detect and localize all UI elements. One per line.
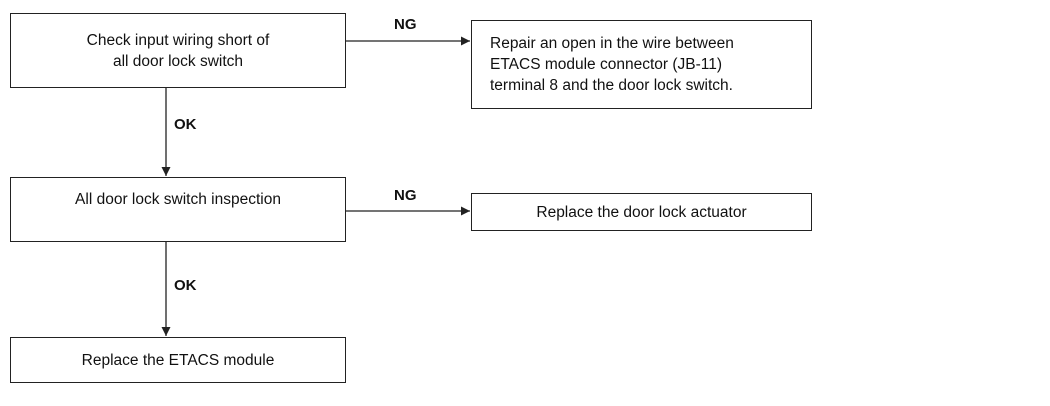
edge-label-ok-1: OK [174,116,197,133]
step-replace-etacs: Replace the ETACS module [10,337,346,383]
step-check-input-wiring: Check input wiring short of all door loc… [10,13,346,88]
step-repair-open-wire-line-2: ETACS module connector (JB-11) [490,56,723,73]
step-replace-actuator: Replace the door lock actuator [471,193,812,231]
step-replace-actuator-line-1: Replace the door lock actuator [536,203,747,221]
edge-label-ng-1: NG [394,16,417,33]
edge-label-ng-2: NG [394,187,417,204]
edge-label-ok-2: OK [174,277,197,294]
step-check-input-wiring-line-2: all door lock switch [112,52,244,70]
step-replace-etacs-line-1: Replace the ETACS module [81,351,275,369]
step-repair-open-wire: Repair an open in the wire between ETACS… [471,20,812,109]
step-repair-open-wire-line-3: terminal 8 and the door lock switch. [490,77,733,94]
step-switch-inspection: All door lock switch inspection [10,177,346,242]
step-repair-open-wire-line-1: Repair an open in the wire between [490,35,734,52]
step-check-input-wiring-line-1: Check input wiring short of [86,31,270,49]
step-switch-inspection-line-1: All door lock switch inspection [75,191,281,208]
